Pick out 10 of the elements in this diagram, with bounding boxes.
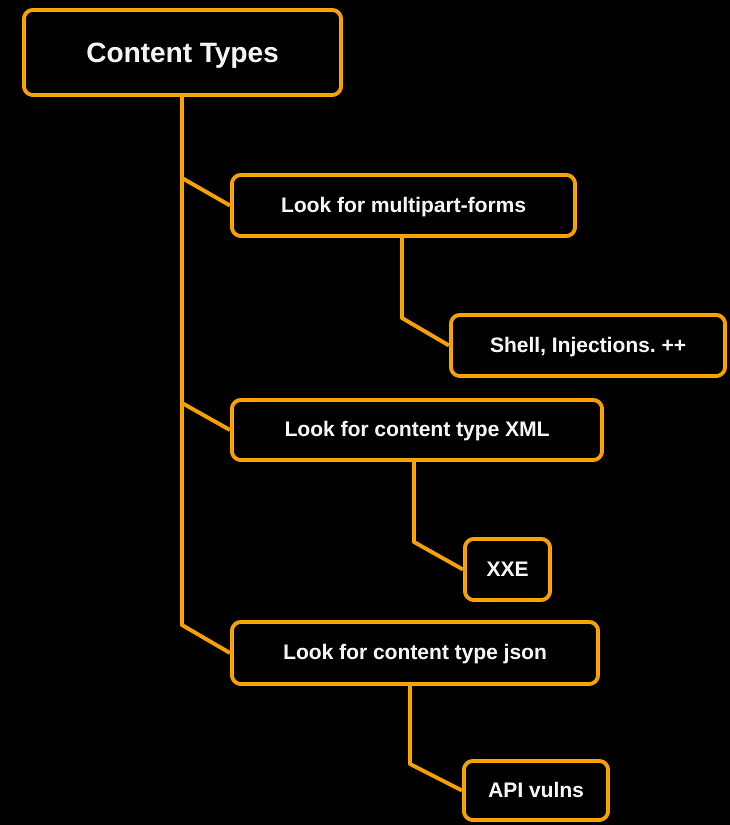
topic-box: XXE: [463, 537, 552, 602]
topic-box: Look for multipart-forms: [230, 173, 577, 238]
topic-box: Look for content type json: [230, 620, 600, 686]
topic-box: Look for content type XML: [230, 398, 604, 462]
title-box: Content Types: [22, 8, 343, 97]
connector-line: [400, 238, 450, 348]
topic-box: API vulns: [462, 759, 610, 822]
topic-box: Shell, Injections. ++: [449, 313, 727, 378]
connector-line: [412, 462, 464, 572]
connector-line: [408, 686, 463, 792]
